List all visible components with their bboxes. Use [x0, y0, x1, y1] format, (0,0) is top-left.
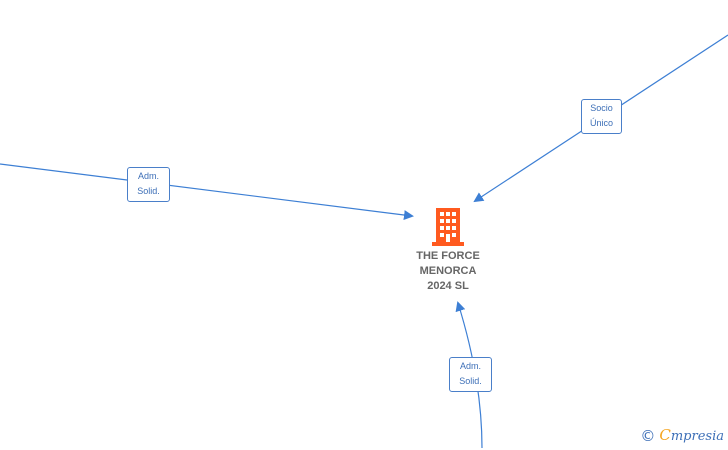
- brand-logo[interactable]: Cmpresia: [659, 426, 724, 446]
- edge-label-line: Solid.: [137, 186, 160, 196]
- edge-label-adm-solid-bottom[interactable]: Adm. Solid.: [449, 357, 492, 392]
- brand-logo-initial: C: [659, 426, 671, 444]
- edge-label-line: Solid.: [459, 376, 482, 386]
- brand-logo-text: mpresia: [670, 429, 724, 444]
- edge-label-line: Único: [589, 118, 613, 128]
- edge-label-line: Socio: [590, 103, 613, 113]
- edge-label-adm-solid-left[interactable]: Adm. Solid.: [127, 167, 170, 202]
- company-name: THE FORCE MENORCA 2024 SL: [416, 250, 480, 292]
- building-icon: [432, 208, 464, 246]
- edge-label-line: Adm.: [459, 361, 481, 371]
- company-node[interactable]: THE FORCE MENORCA 2024 SL: [398, 208, 498, 294]
- footer-credit: © Cmpresia: [640, 426, 724, 446]
- edge-adm-left-line: [0, 163, 414, 220]
- edge-label-socio-unico[interactable]: Socio Único: [581, 99, 622, 134]
- copyright-icon: ©: [640, 427, 656, 445]
- edge-label-line: Adm.: [137, 171, 159, 181]
